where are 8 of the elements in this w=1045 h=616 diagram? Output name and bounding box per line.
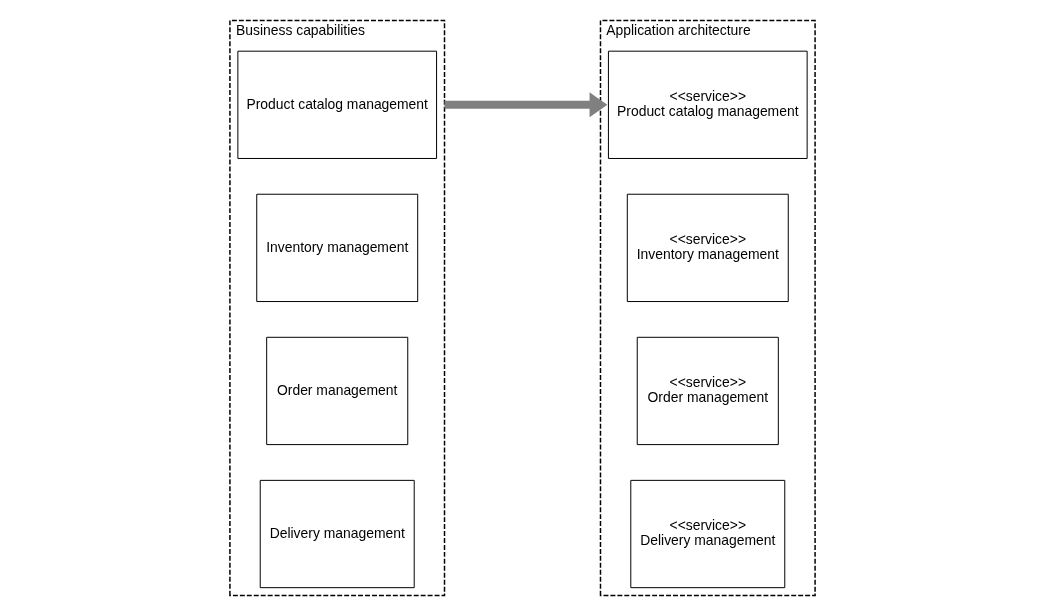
node-box: Product catalog management: [237, 50, 438, 159]
node-box: <<service>> Delivery management: [630, 479, 786, 589]
node-box: <<service>> Product catalog management: [607, 50, 808, 159]
node-box: <<service>> Inventory management: [626, 193, 789, 303]
node-box: <<service>> Order management: [636, 336, 779, 446]
node-box: Delivery management: [259, 479, 415, 589]
node-box: Order management: [266, 336, 409, 446]
node-box: Inventory management: [256, 193, 419, 303]
